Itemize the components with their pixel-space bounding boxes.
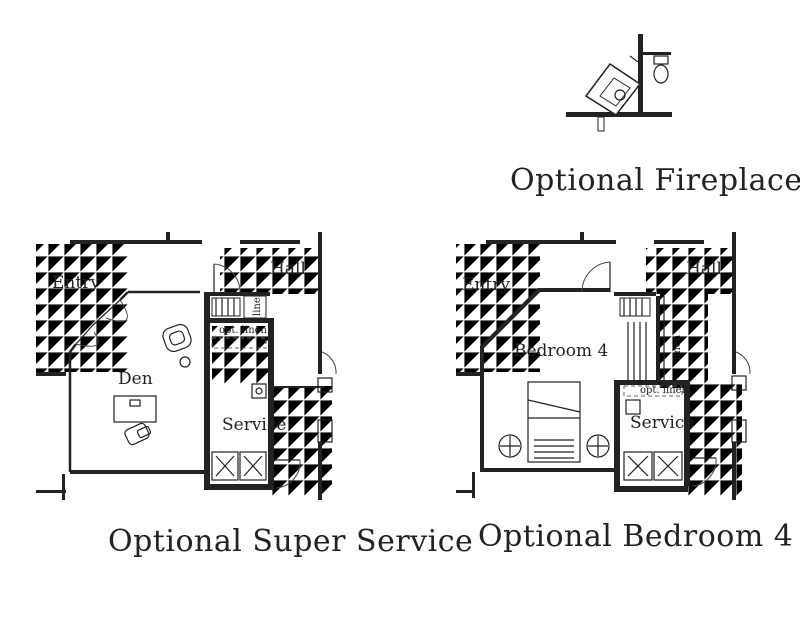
side-table-icon [179, 356, 191, 368]
toilet-icon [653, 55, 669, 84]
caption-bedroom4: Optional Bedroom 4 [478, 519, 793, 554]
fireplace-detail: Optional Fireplace [510, 34, 800, 198]
caption-fireplace: Optional Fireplace [510, 163, 800, 198]
bedroom4-service-label: Service [630, 413, 694, 433]
super-service-plan: linen opt. linen [36, 232, 473, 559]
bedroom4-label: Bedroom 4 [514, 341, 608, 361]
super-service-label: Service [222, 415, 286, 435]
washer-dryer-icon [623, 451, 683, 481]
den-label: Den [118, 369, 153, 389]
washer-dryer-icon [211, 451, 267, 481]
caption-super-service: Optional Super Service [108, 524, 473, 559]
bed-icon [527, 381, 581, 463]
bedroom4-linen-label: linen [672, 334, 683, 360]
super-linen-label: linen [252, 290, 263, 316]
den-double-door [75, 299, 128, 347]
desk-icon [113, 395, 157, 423]
fireplace-icon [584, 62, 642, 116]
desk-chair-icon [124, 422, 152, 446]
bedroom4-plan: linen opt. linen [456, 232, 793, 554]
super-hall-door [213, 263, 241, 293]
bedroom4-entry-label: Entry [462, 275, 510, 295]
super-hall-label: Hall [270, 259, 306, 279]
bedroom4-service-door [690, 457, 717, 487]
bedroom4-door [581, 261, 611, 293]
armchair-icon [162, 323, 192, 353]
bedroom4-hall-label: Hall [686, 259, 722, 279]
super-entry-label: Entry [52, 273, 100, 293]
super-opt-linen-label: opt. linen [219, 325, 268, 336]
bedroom4-opt-linen-label: opt. linen [640, 385, 689, 396]
closet-rod-icon [627, 322, 647, 382]
nightstand-icon [498, 434, 522, 458]
nightstand-icon [586, 434, 610, 458]
super-service-door [274, 459, 301, 489]
